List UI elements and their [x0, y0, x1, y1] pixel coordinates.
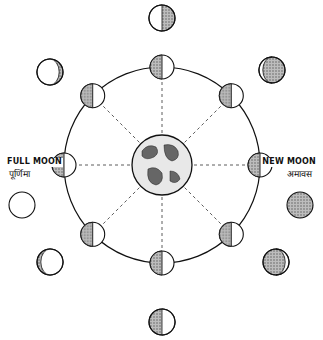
moon-phase: [9, 192, 35, 218]
sight-line: [102, 105, 139, 142]
orbit-moon: [219, 222, 243, 246]
moon-phase: [287, 192, 313, 218]
moon-phase: [259, 57, 285, 83]
sight-line: [185, 188, 222, 225]
moon-phase: [149, 5, 175, 31]
moon-phase: [37, 59, 63, 85]
orbit-circle: [64, 67, 260, 263]
moon-phase: [149, 309, 175, 335]
phase-label-hindi: पूर्णिमा: [8, 170, 31, 180]
orbit-moon: [81, 222, 105, 246]
orbit-moon: [150, 55, 174, 79]
phase-label: FULL MOON: [6, 158, 63, 167]
orbit-moon: [81, 84, 105, 108]
sight-line: [185, 105, 222, 142]
sight-line: [162, 197, 163, 250]
phase-label: NEW MOON: [261, 158, 317, 167]
moon-phase: [37, 249, 63, 275]
sight-line: [102, 188, 139, 225]
sight-line: [77, 165, 130, 166]
sight-lines: [77, 80, 247, 250]
phase-label-hindi: अमावस: [286, 170, 313, 180]
orbit-moon: [219, 84, 243, 108]
moon-phase: [263, 249, 289, 275]
sight-line: [162, 80, 163, 133]
sight-line: [194, 165, 247, 166]
earth: [132, 135, 192, 195]
orbit-moon: [150, 251, 174, 275]
